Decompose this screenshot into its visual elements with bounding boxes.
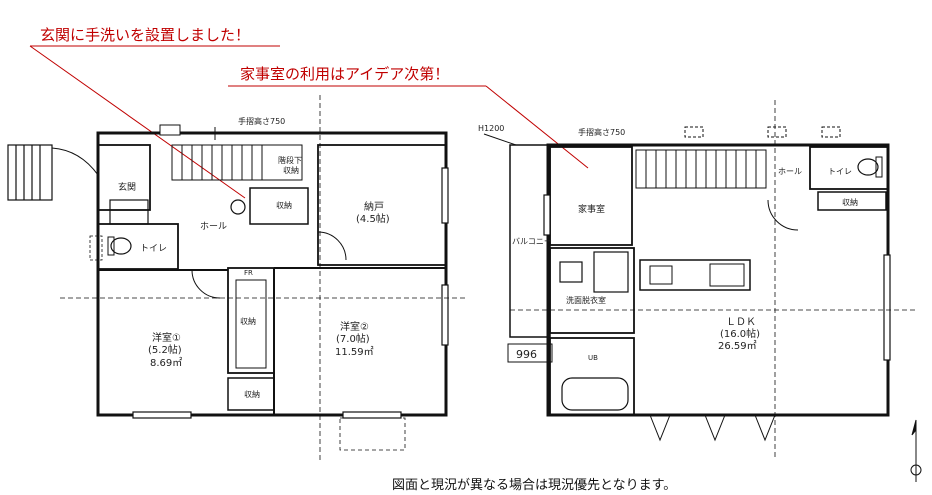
label-storage-stair: 収納	[276, 200, 292, 210]
porch-dashed	[339, 417, 406, 451]
window-yoshitsu2-east	[441, 284, 449, 346]
label-nando: 納戸	[364, 200, 384, 213]
label-storage-2f: 収納	[842, 197, 858, 207]
stair-1f	[171, 127, 303, 181]
north-arrow-icon	[910, 419, 922, 482]
bathtub	[561, 377, 629, 411]
label-storage-small: 収納	[244, 389, 260, 399]
washing-machine	[593, 251, 629, 293]
label-dimension: 996	[516, 348, 537, 361]
housework-note-leader	[485, 85, 589, 169]
label-washroom: 洗面脱衣室	[566, 295, 606, 305]
label-under-stair: 階段下	[278, 155, 302, 165]
first-floor-plan	[7, 95, 465, 460]
storage-dashed-1f	[89, 235, 103, 261]
dimension-box	[507, 343, 553, 363]
toilet-2f-tank	[875, 156, 883, 178]
storage-2f	[817, 191, 887, 211]
toilet-1f-bowl	[110, 237, 132, 255]
genkan-area	[97, 144, 151, 211]
window-ldk-east	[883, 254, 891, 361]
south-door-1	[649, 414, 671, 442]
second-floor-labels: H1200 手摺高さ750 家事室 バルコニー ホール トイレ 収納 洗面脱衣室…	[478, 124, 858, 362]
kajishitsu-room	[549, 146, 633, 246]
toilet-1f-tank	[107, 236, 115, 256]
label-hall-1f: ホール	[200, 221, 227, 232]
label-fr: FR	[244, 269, 253, 277]
label-yoshitsu1-size: (5.2帖)	[148, 343, 182, 356]
label-yoshitsu1: 洋室①	[152, 331, 181, 344]
washroom-area	[549, 247, 635, 334]
disclaimer-caption: 図面と現況が異なる場合は現況優先となります。	[392, 478, 677, 493]
label-ldk: ＬＤＫ	[726, 317, 756, 328]
kitchen-stove	[709, 263, 745, 287]
stair-2f	[635, 149, 767, 189]
balcony-h1200-leader	[483, 133, 517, 146]
label-toilet-1f: トイレ	[140, 244, 167, 254]
second-floor-outer-wall	[546, 143, 890, 417]
middle-storage-inner	[235, 279, 267, 369]
label-ldk-size: (16.0帖)	[720, 327, 760, 340]
entrance-note-leader	[29, 45, 246, 199]
window-top-1	[684, 126, 704, 138]
label-yoshitsu2-area: 11.59㎡	[335, 346, 374, 358]
label-h1200: H1200	[478, 124, 504, 133]
door-swing-yoshitsu1	[191, 269, 221, 299]
under-stair-storage	[249, 187, 309, 225]
label-yoshitsu1-area: 8.69㎡	[150, 357, 182, 369]
unit-bath-area	[549, 337, 635, 416]
door-swing-2f-hall	[767, 199, 799, 231]
first-floor-labels: 玄関 トイレ ホール 手摺高さ750 階段下 収納 収納 納戸 (4.5帖) F…	[118, 116, 390, 399]
window-top-3	[821, 126, 841, 138]
label-balcony: バルコニー	[512, 237, 552, 246]
window-yoshitsu1-south	[132, 411, 192, 419]
entrance-note: 玄関に手洗いを設置しました！	[40, 26, 250, 44]
label-storage-middle: 収納	[240, 316, 256, 326]
washroom-sink	[559, 261, 583, 283]
label-yoshitsu2: 洋室②	[340, 320, 369, 333]
first-floor-outer-wall	[96, 131, 448, 417]
label-genkan: 玄関	[118, 181, 136, 193]
kitchen-counter	[639, 259, 751, 291]
label-kajishitsu: 家事室	[578, 203, 605, 215]
hand-wash-sink	[230, 199, 246, 215]
label-handrail-2f: 手摺高さ750	[578, 127, 625, 137]
label-ub: UB	[588, 354, 598, 362]
south-door-2	[704, 414, 726, 442]
label-handrail-1f: 手摺高さ750	[238, 116, 285, 126]
window-stair-top	[159, 124, 181, 136]
kitchen-sink	[649, 265, 673, 285]
south-door-3	[754, 414, 776, 442]
window-kajishitsu	[543, 194, 551, 236]
second-floor-plan	[483, 100, 922, 482]
label-toilet-2f: トイレ	[828, 167, 852, 176]
window-yoshitsu2-south	[342, 411, 402, 419]
annotation-group: 玄関に手洗いを設置しました！ 家事室の利用はアイデア次第！	[29, 26, 589, 199]
label-yoshitsu2-size: (7.0帖)	[336, 332, 370, 345]
window-top-2	[767, 126, 787, 138]
toilet-2f-area	[809, 146, 889, 190]
label-storage-under-stair: 収納	[283, 165, 299, 175]
entrance-steps	[7, 144, 99, 201]
label-hall-2f: ホール	[778, 167, 802, 176]
label-ldk-area: 26.59㎡	[718, 340, 757, 352]
door-swing-hall	[317, 231, 347, 261]
label-nando-size: (4.5帖)	[356, 212, 390, 225]
window-nando	[441, 167, 449, 224]
toilet-2f-bowl	[857, 158, 879, 176]
housework-note: 家事室の利用はアイデア次第！	[240, 65, 449, 83]
genkan-shoe-box	[109, 199, 149, 225]
